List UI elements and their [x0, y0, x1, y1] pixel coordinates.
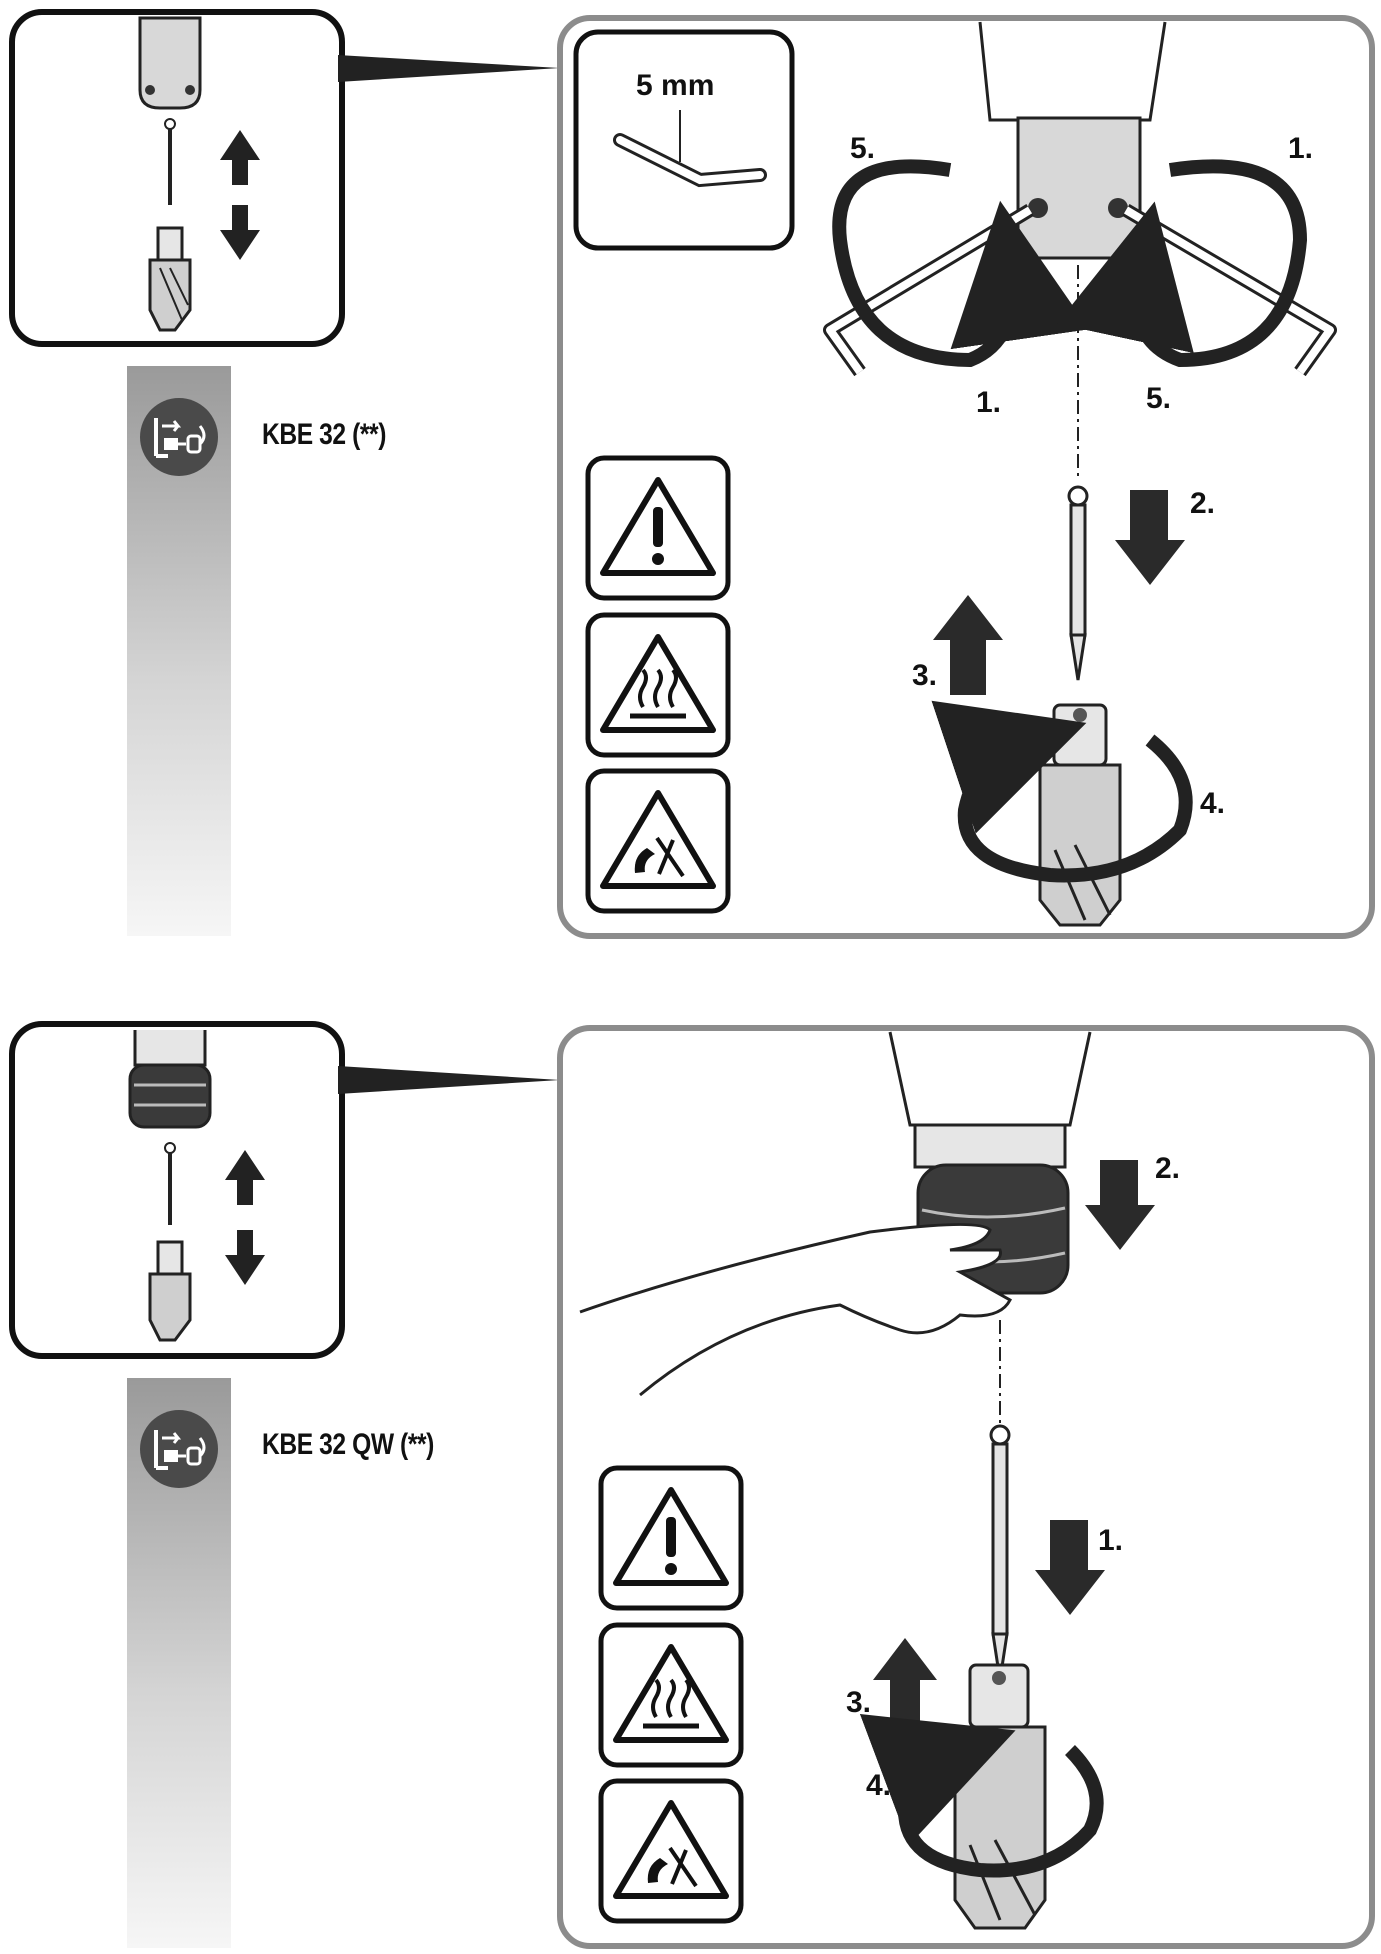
- hex-key-box: [573, 29, 795, 251]
- step-label: 2.: [1155, 1152, 1180, 1185]
- arrow-up: [933, 595, 1003, 695]
- model-label: KBE 32 QW (**): [262, 1428, 434, 1461]
- rotate-arrow-left: [832, 159, 1090, 368]
- hot-surface-warning-icon: [585, 612, 731, 758]
- rotate-arrow-right: [1056, 159, 1308, 368]
- general-warning-icon: [598, 1465, 744, 1611]
- detail-inset: [9, 9, 345, 347]
- detail-inset-qw: [9, 1021, 345, 1359]
- step-label: 1.: [976, 386, 1001, 419]
- callout-pointer: [338, 1066, 560, 1094]
- step-label: 3.: [912, 659, 937, 692]
- cut-hazard-warning-icon: [598, 1778, 744, 1924]
- callout-pointer: [338, 55, 560, 82]
- arrow-down: [1085, 1160, 1155, 1250]
- step-label: 5.: [850, 132, 875, 165]
- step-label: 3.: [846, 1686, 871, 1719]
- ejector-pin: [1067, 485, 1089, 681]
- step-label: 1.: [1098, 1524, 1123, 1557]
- step-label: 4.: [866, 1769, 891, 1802]
- step-label: 5.: [1146, 382, 1171, 415]
- step-label: 4.: [1200, 787, 1225, 820]
- key-size-label: 5 mm: [636, 69, 714, 102]
- rotate-arrow-cutter: [931, 700, 1193, 883]
- unplug-icon: [140, 398, 218, 476]
- step-label: 1.: [1288, 132, 1313, 165]
- unplug-icon: [140, 1410, 218, 1488]
- arrow-down: [1115, 490, 1185, 585]
- section-kbe32: [9, 9, 1375, 939]
- model-label: KBE 32 (**): [262, 418, 386, 451]
- hot-surface-warning-icon: [598, 1622, 744, 1768]
- section-kbe32qw: [9, 1021, 1375, 1949]
- hand: [579, 1223, 1012, 1397]
- general-warning-icon: [585, 455, 731, 601]
- arrow-up: [873, 1638, 937, 1725]
- arrow-down: [1035, 1520, 1105, 1615]
- ejector-pin: [989, 1424, 1011, 1681]
- step-label: 2.: [1190, 487, 1215, 520]
- cut-hazard-warning-icon: [585, 768, 731, 914]
- rotate-arrow-cutter: [859, 1714, 1104, 1878]
